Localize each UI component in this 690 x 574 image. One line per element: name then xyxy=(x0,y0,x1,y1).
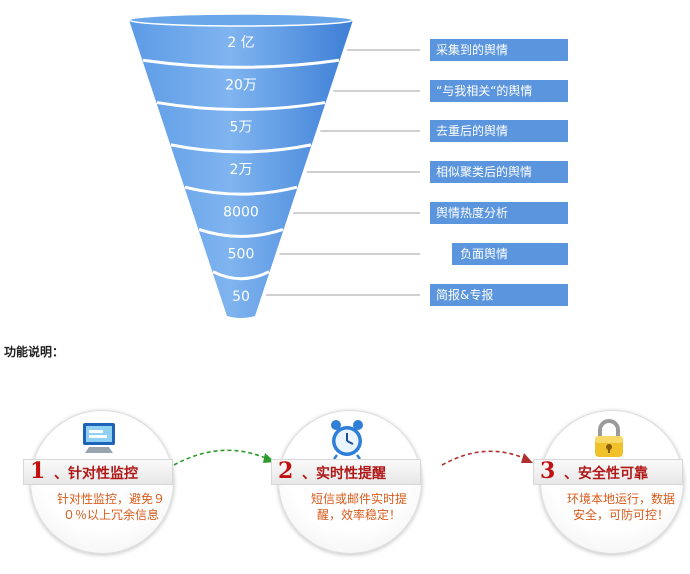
funnel-value-2: 20万 xyxy=(225,77,257,93)
funnel-label-7: 简报&专报 xyxy=(430,284,568,306)
funnel-top-rim xyxy=(128,13,354,27)
funnel-chart: 2 亿 20万 5万 2万 8000 500 50 xyxy=(128,13,420,318)
monitor-icon xyxy=(77,417,121,461)
funnel-label-5: 舆情热度分析 xyxy=(430,202,568,224)
funnel-separator xyxy=(184,185,298,196)
funnel-separator xyxy=(212,270,270,281)
funnel-body xyxy=(129,20,353,318)
arrow-right-icon xyxy=(173,449,275,466)
funnel-label-4: 相似聚类后的舆情 xyxy=(430,161,568,183)
funnel-separator xyxy=(198,228,284,238)
funnel-value-1: 2 亿 xyxy=(227,35,254,51)
feature-name-1: 、针对性监控 xyxy=(54,466,138,482)
feature-number-2: 2 xyxy=(278,458,294,484)
alarm-clock-icon xyxy=(325,417,369,461)
feature-band-2: 2 、实时性提醒 xyxy=(271,458,421,485)
funnel-value-4: 2万 xyxy=(230,162,253,178)
feature-desc-1: 针对性监控，避免９０％以上冗余信息 xyxy=(56,492,165,522)
funnel-label-3: 去重后的舆情 xyxy=(430,120,568,142)
feature-name-3: 、安全性可靠 xyxy=(564,466,648,482)
feature-card-1: 1 、针对性监控 针对性监控，避免９０％以上冗余信息 xyxy=(23,410,174,554)
feature-name-2: 、实时性提醒 xyxy=(302,466,386,482)
feature-band-1: 1 、针对性监控 xyxy=(23,458,173,485)
funnel-separator xyxy=(142,58,340,69)
funnel-value-7: 50 xyxy=(232,289,250,305)
feature-desc-2: 短信或邮件实时提醒，效率稳定！ xyxy=(310,492,407,522)
padlock-icon xyxy=(587,417,631,461)
feature-card-2: 2 、实时性提醒 短信或邮件实时提醒，效率稳定！ xyxy=(271,410,422,554)
feature-band-3: 3 、安全性可靠 xyxy=(533,458,683,485)
feature-desc-3: 环境本地运行，数据安全，可防可控！ xyxy=(566,492,675,522)
funnel-separator xyxy=(156,101,326,112)
feature-card-3: 3 、安全性可靠 环境本地运行，数据安全，可防可控！ xyxy=(533,410,684,554)
funnel-value-5: 8000 xyxy=(223,204,259,220)
funnel-value-3: 5万 xyxy=(230,120,253,136)
feature-number-1: 1 xyxy=(30,458,46,484)
funnel-label-6: 负面舆情 xyxy=(452,243,568,265)
feature-number-3: 3 xyxy=(540,458,556,484)
arrow-right-icon xyxy=(441,450,533,466)
funnel-separator xyxy=(170,143,312,154)
funnel-label-2: “与我相关“的舆情 xyxy=(430,80,568,102)
funnel-label-1: 采集到的舆情 xyxy=(430,39,568,61)
section-title: 功能说明： xyxy=(4,345,65,359)
funnel-value-6: 500 xyxy=(228,247,255,263)
